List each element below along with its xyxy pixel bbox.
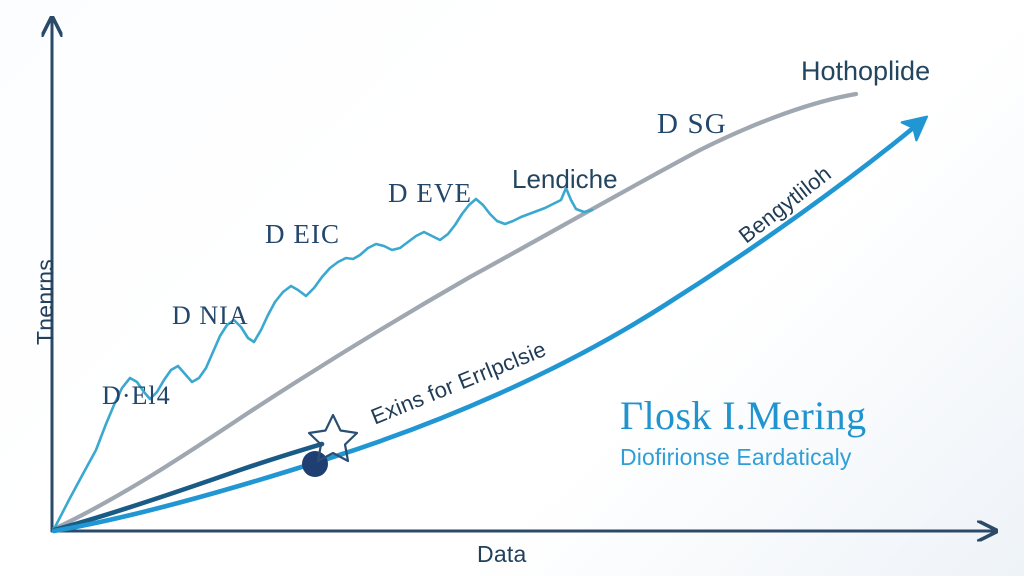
series-line-bengytliloh bbox=[51, 115, 929, 534]
dot-marker bbox=[302, 451, 328, 477]
title-block: Γlosk I.Mering Diofirionse Eardaticaly bbox=[620, 395, 866, 471]
page-subtitle: Diofirionse Eardaticaly bbox=[620, 444, 852, 470]
series-line-lendiche bbox=[52, 186, 594, 531]
series-line-exins bbox=[51, 441, 325, 533]
series-line-d-sg bbox=[51, 91, 859, 532]
page-title: Γlosk I.Mering bbox=[620, 393, 867, 438]
star-marker bbox=[307, 413, 359, 463]
